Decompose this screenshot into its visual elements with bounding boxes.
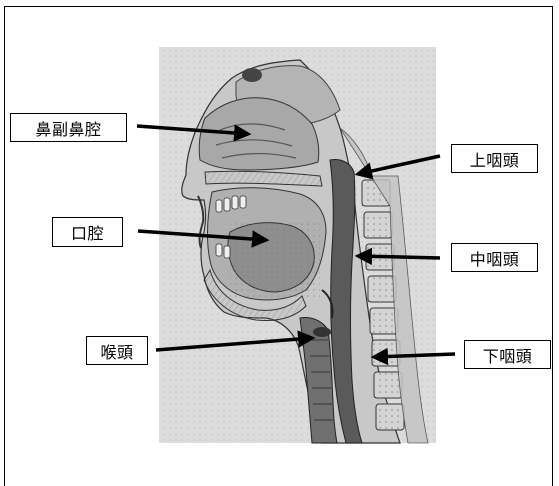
- label-hypopharynx: 下咽頭: [464, 340, 551, 369]
- label-larynx: 喉頭: [86, 336, 148, 365]
- label-paranasal-sinus: 鼻副鼻腔: [10, 113, 127, 142]
- arrow-oropharynx: [358, 256, 440, 258]
- sphenoid-sinus: [242, 68, 262, 82]
- label-nasopharynx: 上咽頭: [451, 144, 538, 173]
- label-oropharynx: 中咽頭: [451, 243, 538, 272]
- label-oral-cavity: 口腔: [52, 217, 123, 247]
